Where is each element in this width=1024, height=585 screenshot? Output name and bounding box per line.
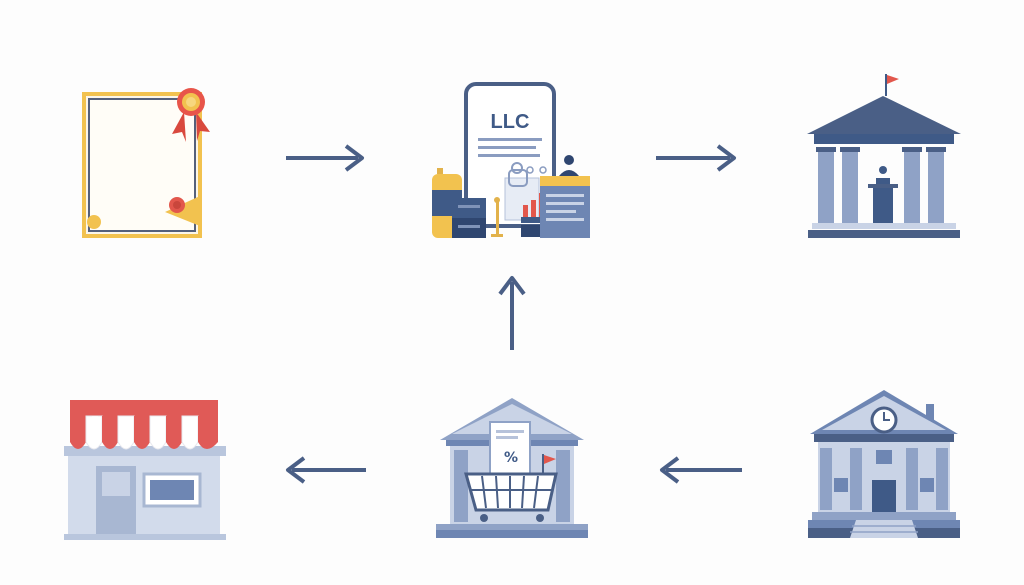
bank-shopping-cart-icon: % <box>436 398 588 538</box>
llc-label: LLC <box>491 111 530 133</box>
arrow-bank-to-llc <box>498 276 526 350</box>
percent-label: % <box>504 450 518 466</box>
government-building-icon <box>807 74 961 238</box>
arrow-bank-to-storefront <box>286 456 366 484</box>
certificate-icon <box>82 88 210 238</box>
storefront-icon <box>64 400 226 540</box>
arrow-cityhall-to-bank <box>660 456 742 484</box>
llc-phone-documents-icon: LLC <box>432 82 590 238</box>
arrow-certificate-to-llc <box>286 144 364 172</box>
arrow-llc-to-government <box>656 144 736 172</box>
city-hall-clock-icon <box>808 390 960 538</box>
